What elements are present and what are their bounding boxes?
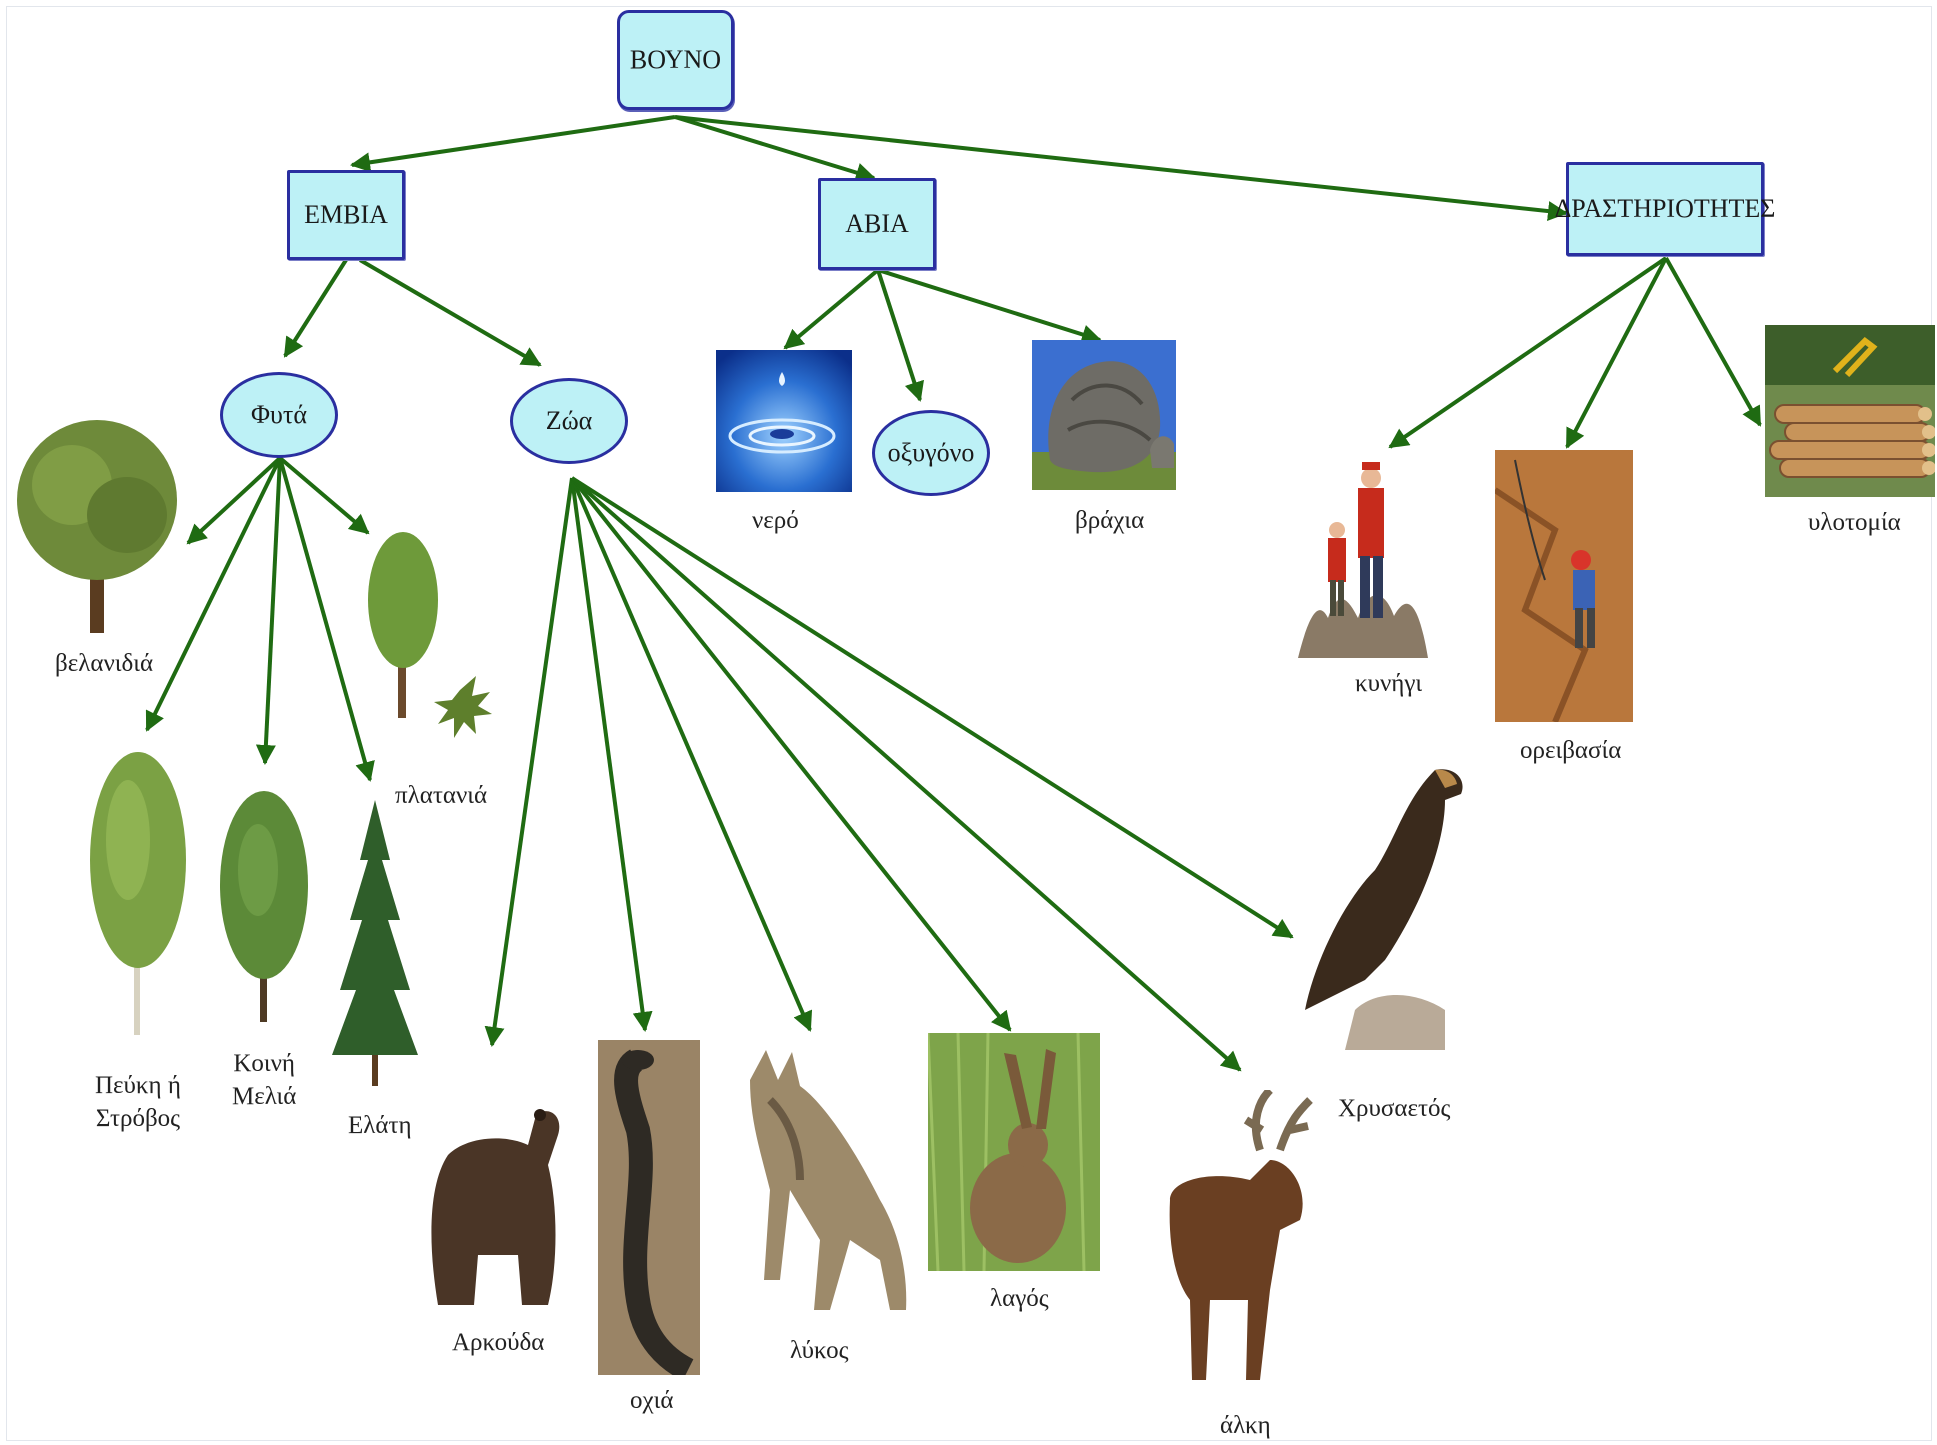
- edge-animals-eagle: [570, 476, 1294, 939]
- hunting-label: κυνήγι: [1355, 670, 1423, 697]
- edge-activities-hunting: [1388, 256, 1668, 449]
- viper-label: οχιά: [630, 1387, 674, 1414]
- eagle-label: Χρυσαετός: [1338, 1095, 1451, 1122]
- fir-tree-image: [332, 800, 418, 1086]
- ash-label-line2: Μελιά: [232, 1082, 297, 1110]
- edge-plants-oak: [186, 456, 282, 545]
- pine-label-line1: Πεύκη ή: [95, 1072, 181, 1099]
- rocks-label: βράχια: [1075, 507, 1145, 534]
- ash-tree-image: [220, 791, 308, 1022]
- plane-tree-image: [368, 532, 492, 738]
- logging-image: [1765, 325, 1935, 497]
- edge-root-abiotic: [674, 115, 876, 183]
- edge-plants-pine: [145, 457, 282, 732]
- rocks-image: [1032, 340, 1176, 490]
- hare-image: [928, 1033, 1100, 1271]
- wolf-image: [750, 1050, 907, 1310]
- edge-biotic-plants: [283, 258, 348, 358]
- edge-activities-logging: [1664, 257, 1762, 427]
- moose-label: άλκη: [1220, 1412, 1271, 1439]
- edge-animals-bear: [484, 477, 574, 1047]
- oxygen-node: οξυγόνο: [872, 410, 990, 496]
- edge-animals-hare: [570, 476, 1012, 1032]
- edge-abiotic-rocks: [877, 268, 1102, 345]
- moose-image: [1169, 1090, 1313, 1380]
- edge-abiotic-water: [783, 268, 880, 350]
- bear-image: [431, 1109, 560, 1305]
- viper-image: [598, 1040, 700, 1375]
- edge-biotic-animals: [358, 258, 542, 367]
- activities-node: ΔΡΑΣΤΗΡΙΟΤΗΤΕΣ: [1555, 162, 1775, 256]
- animals-node: Ζώα: [510, 378, 628, 464]
- edge-plants-plane: [278, 456, 370, 535]
- hunting-image: [1298, 462, 1428, 658]
- fir-label: Ελάτη: [348, 1112, 412, 1139]
- biotic-node: ΕΜΒΙΑ: [287, 170, 405, 260]
- edge-abiotic-oxygen: [876, 269, 924, 402]
- edge-activities-climbing: [1565, 257, 1668, 449]
- climbing-image: [1495, 450, 1633, 722]
- oak-tree-image: [17, 420, 177, 633]
- edge-root-biotic: [350, 115, 676, 173]
- water-label: νερό: [752, 507, 799, 534]
- climbing-label: ορειβασία: [1520, 737, 1622, 764]
- edge-plants-fir: [278, 457, 375, 782]
- plane-tree-label: πλατανιά: [395, 782, 488, 809]
- pine-label-line2: Στρόβος: [95, 1104, 181, 1132]
- edge-animals-viper: [570, 477, 653, 1032]
- water-drop-image: [716, 350, 852, 492]
- abiotic-node: ΑΒΙΑ: [818, 178, 936, 270]
- pine-tree-image: [90, 752, 186, 1035]
- edge-animals-wolf: [570, 477, 813, 1032]
- oak-label: βελανιδιά: [55, 650, 154, 677]
- logging-label: υλοτομία: [1808, 509, 1901, 536]
- diagram-frame: [6, 6, 1932, 1441]
- plants-node: Φυτά: [220, 372, 338, 458]
- ash-label-line1: Κοινή: [233, 1050, 296, 1077]
- hare-label: λαγός: [990, 1285, 1049, 1312]
- root-node: ΒΟΥΝΟ: [617, 10, 734, 110]
- edge-animals-moose: [570, 476, 1242, 1072]
- bear-label: Αρκούδα: [452, 1329, 545, 1356]
- edge-root-activities: [674, 115, 1568, 222]
- wolf-label: λύκος: [790, 1337, 849, 1364]
- pine-label: Πεύκη ή Στρόβος: [95, 1070, 181, 1135]
- edge-plants-ash: [255, 457, 282, 765]
- eagle-image: [1305, 769, 1463, 1050]
